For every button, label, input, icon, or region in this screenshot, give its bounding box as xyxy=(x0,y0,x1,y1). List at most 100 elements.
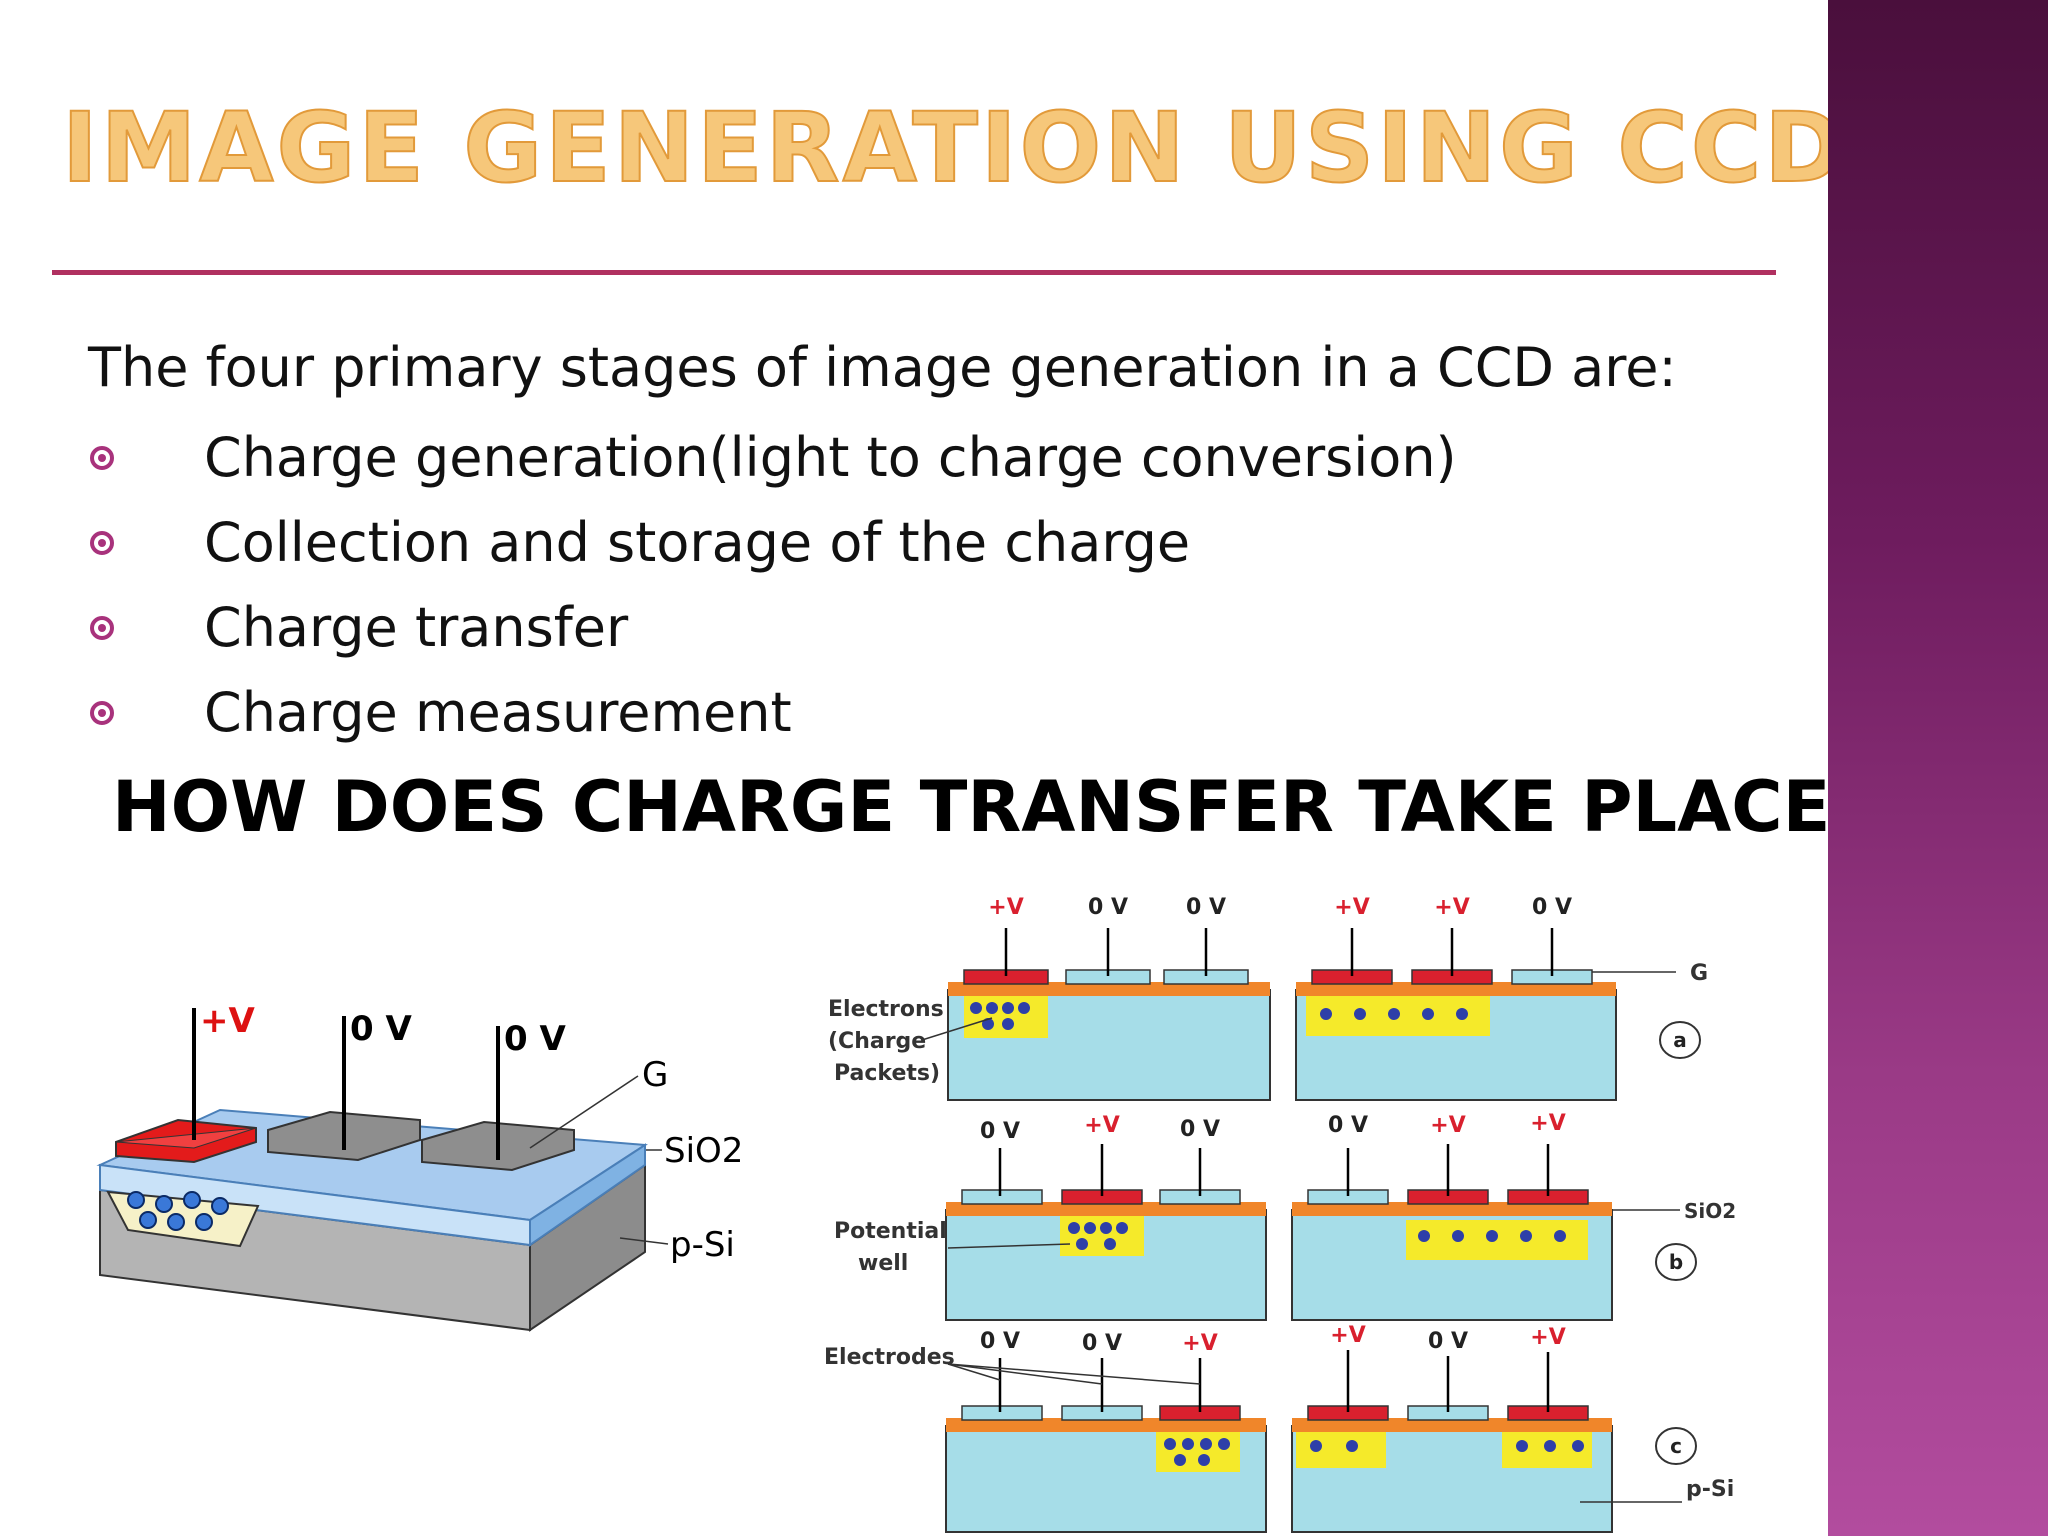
oxide-layer xyxy=(948,982,1270,996)
bullet-icon xyxy=(90,616,114,640)
voltage-label: +V xyxy=(988,895,1023,920)
section-heading: HOW DOES CHARGE TRANSFER TAKE PLACE? xyxy=(112,766,1872,848)
oxide-layer xyxy=(1292,1418,1612,1432)
bullet-item: Collection and storage of the charge xyxy=(90,511,1490,581)
electron xyxy=(1182,1438,1194,1450)
slide: IMAGE GENERATION USING CCD: The four pri… xyxy=(52,91,1887,1533)
voltage-label: +V xyxy=(1530,1325,1565,1350)
oxide-layer xyxy=(1292,1202,1612,1216)
label-zero-v: 0 V xyxy=(504,1019,566,1059)
bullet-icon xyxy=(90,446,114,470)
bullet-item: Charge measurement xyxy=(90,681,1490,751)
label-electrodes: Electrodes xyxy=(824,1345,955,1370)
voltage-label: 0 V xyxy=(1186,895,1226,920)
electron xyxy=(1544,1440,1556,1452)
voltage-label: 0 V xyxy=(1180,1117,1220,1142)
potential-well xyxy=(1060,1216,1144,1256)
electron xyxy=(1310,1440,1322,1452)
panel: 0 V +V 0 V xyxy=(945,1113,1267,1321)
electron xyxy=(970,1002,982,1014)
electron xyxy=(211,1197,229,1215)
bullet-item: Charge generation(light to charge conver… xyxy=(90,426,1490,496)
electron xyxy=(1456,1008,1468,1020)
decorative-side-band xyxy=(1828,0,2048,1536)
electron xyxy=(1164,1438,1176,1450)
electron xyxy=(1218,1438,1230,1450)
panel-tag: a xyxy=(1673,1028,1687,1052)
oxide-layer xyxy=(946,1202,1266,1216)
electron xyxy=(1486,1230,1498,1242)
label-gate: G xyxy=(642,1055,668,1095)
electron xyxy=(1422,1008,1434,1020)
voltage-label: +V xyxy=(1330,1323,1365,1348)
voltage-label: +V xyxy=(1430,1113,1465,1138)
electrode-off xyxy=(961,1189,1043,1205)
label-potential-well: Potential xyxy=(834,1219,947,1244)
leader-line xyxy=(947,1363,1001,1381)
voltage-label: 0 V xyxy=(980,1329,1020,1354)
panel: +V 0 V +V xyxy=(1291,1323,1613,1533)
oxide-layer xyxy=(1296,982,1616,996)
panel: +V 0 V 0 V xyxy=(947,895,1271,1101)
electron xyxy=(1452,1230,1464,1242)
leader-line xyxy=(947,1363,1103,1385)
potential-well xyxy=(1156,1432,1240,1472)
electron-group xyxy=(1418,1230,1566,1242)
potential-well xyxy=(1296,1432,1386,1468)
electron-group xyxy=(127,1191,229,1231)
panel-tag: b xyxy=(1669,1250,1683,1274)
label-electrons: Electrons xyxy=(828,997,944,1022)
ccd-3d-diagram: +V 0 V 0 V G SiO2 p-Si xyxy=(96,1001,743,1332)
label-potential-well: well xyxy=(858,1251,908,1276)
electron xyxy=(1516,1440,1528,1452)
label-electrons: Packets) xyxy=(834,1061,940,1086)
electron xyxy=(183,1191,201,1209)
electron xyxy=(1116,1222,1128,1234)
electron xyxy=(1320,1008,1332,1020)
label-plus-v: +V xyxy=(200,1001,255,1041)
electron xyxy=(1002,1018,1014,1030)
voltage-label: 0 V xyxy=(1088,895,1128,920)
electron-group xyxy=(1164,1438,1230,1466)
oxide-layer xyxy=(946,1418,1266,1432)
panel: 0 V +V +V xyxy=(1291,1111,1613,1321)
electron xyxy=(1104,1238,1116,1250)
electron xyxy=(1520,1230,1532,1242)
electron xyxy=(1346,1440,1358,1452)
voltage-label: +V xyxy=(1084,1113,1119,1138)
panel: 0 V 0 V +V xyxy=(945,1329,1267,1533)
electron-group xyxy=(1320,1008,1468,1020)
electrode-off xyxy=(961,1405,1043,1421)
row-b: 0 V +V 0 V 0 V +V +V xyxy=(945,1111,1697,1321)
voltage-label: +V xyxy=(1182,1331,1217,1356)
leader-line xyxy=(947,1243,1071,1249)
electron xyxy=(1084,1222,1096,1234)
intro-text: The four primary stages of image generat… xyxy=(88,336,1677,399)
bullet-text: Collection and storage of the charge xyxy=(204,511,1191,574)
electron xyxy=(1354,1008,1366,1020)
bullet-text: Charge transfer xyxy=(204,596,629,659)
voltage-label: +V xyxy=(1434,895,1469,920)
voltage-label: +V xyxy=(1334,895,1369,920)
electron xyxy=(1198,1454,1210,1466)
electron xyxy=(982,1018,994,1030)
bullet-text: Charge measurement xyxy=(204,681,792,744)
charge-transfer-diagram: +V 0 V 0 V +V +V 0 V xyxy=(824,895,1736,1533)
electron xyxy=(1002,1002,1014,1014)
label-electrons: (Charge xyxy=(828,1029,926,1054)
label-gate: G xyxy=(1690,961,1708,986)
electron-group xyxy=(970,1002,1030,1030)
leader-line xyxy=(921,1017,993,1041)
electron xyxy=(195,1213,213,1231)
leader-line xyxy=(947,1363,1201,1385)
electron xyxy=(1418,1230,1430,1242)
bullet-icon xyxy=(90,701,114,725)
panel: +V +V 0 V xyxy=(1295,895,1617,1101)
voltage-label: +V xyxy=(1530,1111,1565,1136)
electron xyxy=(167,1213,185,1231)
voltage-label: 0 V xyxy=(1428,1329,1468,1354)
electron xyxy=(1200,1438,1212,1450)
voltage-label: 0 V xyxy=(1328,1113,1368,1138)
electron xyxy=(1100,1222,1112,1234)
oxide-side-face xyxy=(529,1143,646,1247)
